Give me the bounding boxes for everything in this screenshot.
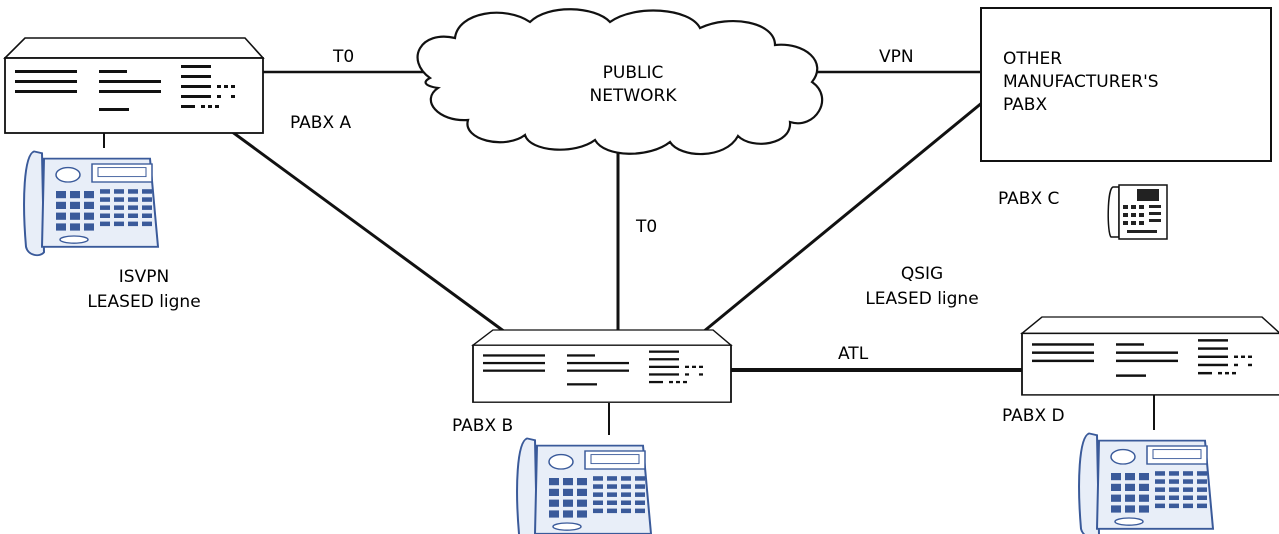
phone-pabx-d-icon: [1078, 432, 1214, 534]
pabx-d-cabinet: [1021, 316, 1279, 396]
isvpn-line-2: LEASED ligne: [87, 292, 201, 312]
qsig-line-2: LEASED ligne: [865, 289, 979, 309]
qsig-line-1: QSIG: [900, 264, 944, 284]
phone-pabx-a-icon: [23, 150, 159, 257]
pabx-d-label: PABX D: [1002, 406, 1065, 426]
other-pabx-line-3: PABX: [1003, 95, 1048, 115]
t0-mid-label: T0: [636, 217, 658, 237]
vpn-label: VPN: [879, 47, 914, 67]
atl-label: ATL: [838, 344, 869, 364]
pabx-b-label: PABX B: [452, 416, 514, 436]
public-network-line-2: NETWORK: [589, 86, 677, 106]
isvpn-line-1: ISVPN: [118, 267, 170, 287]
pabx-a-cabinet: [4, 37, 264, 134]
public-network-label: PUBLIC NETWORK: [578, 62, 688, 108]
link-pabx-a-pabx-b-isvpn: [204, 110, 506, 334]
phone-pabx-b-icon: [516, 437, 652, 534]
other-pabx-label: OTHER MANUFACTURER'S PABX: [1003, 48, 1159, 117]
t0-top-label: T0: [333, 47, 355, 67]
link-pabx-c-pabx-b-qsig: [702, 100, 984, 334]
other-pabx-line-1: OTHER: [1003, 49, 1063, 69]
qsig-label: QSIG LEASED ligne: [853, 262, 991, 312]
public-network-line-1: PUBLIC: [602, 63, 664, 83]
public-network-cloud: [416, 8, 824, 156]
pabx-c-box: [980, 7, 1272, 162]
pabx-b-cabinet: [472, 329, 732, 404]
pabx-c-label: PABX C: [998, 189, 1060, 209]
other-pabx-line-2: MANUFACTURER'S: [1003, 72, 1159, 92]
phone-pabx-c-icon: [1107, 184, 1168, 240]
isvpn-label: ISVPN LEASED ligne: [76, 265, 212, 315]
pabx-a-label: PABX A: [290, 113, 352, 133]
